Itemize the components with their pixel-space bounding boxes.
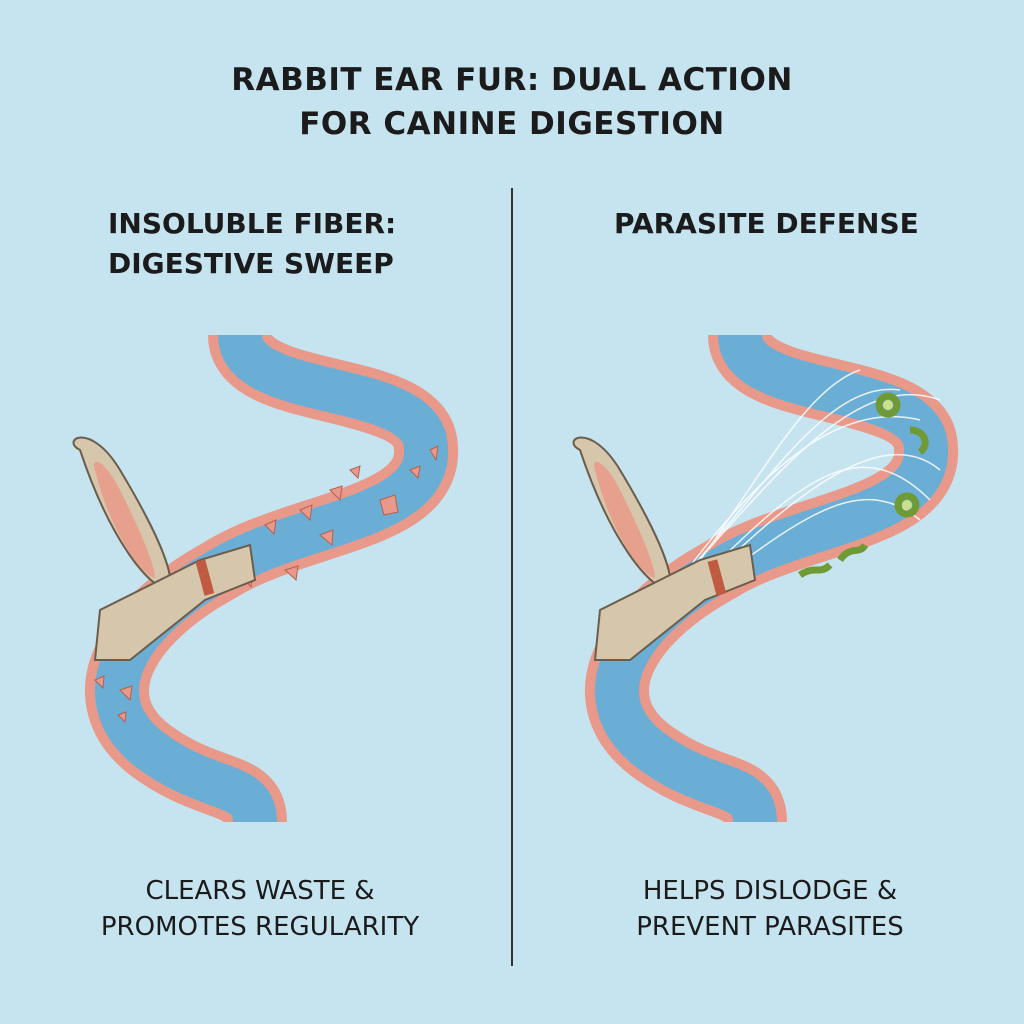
left-caption-line-2: PROMOTES REGULARITY <box>100 912 420 942</box>
left-panel-heading: INSOLUBLE FIBER: DIGESTIVE SWEEP <box>108 204 396 284</box>
fur-brush-icon <box>93 543 257 661</box>
right-intestine-illustration <box>572 330 958 825</box>
title-line-1: RABBIT EAR FUR: DUAL ACTION <box>231 62 793 98</box>
panel-divider <box>511 188 513 966</box>
infographic-title: RABBIT EAR FUR: DUAL ACTION FOR CANINE D… <box>0 58 1024 146</box>
right-panel-heading: PARASITE DEFENSE <box>614 207 919 240</box>
title-line-2: FOR CANINE DIGESTION <box>299 106 725 142</box>
left-intestine-illustration <box>72 330 458 825</box>
fur-brush-icon <box>593 543 757 661</box>
waste-debris <box>94 445 439 724</box>
rabbit-ear-icon <box>72 436 172 592</box>
right-caption-line-2: PREVENT PARASITES <box>636 912 904 942</box>
left-heading-line-2: DIGESTIVE SWEEP <box>108 247 394 280</box>
parasite-icons <box>798 392 929 579</box>
right-caption-line-1: HELPS DISLODGE & <box>642 876 898 906</box>
left-caption-line-1: CLEARS WASTE & <box>145 876 375 906</box>
left-panel-caption: CLEARS WASTE & PROMOTES REGULARITY <box>60 873 460 945</box>
right-panel-caption: HELPS DISLODGE & PREVENT PARASITES <box>570 873 970 945</box>
rabbit-ear-icon <box>572 436 672 592</box>
left-heading-line-1: INSOLUBLE FIBER: <box>108 207 397 240</box>
